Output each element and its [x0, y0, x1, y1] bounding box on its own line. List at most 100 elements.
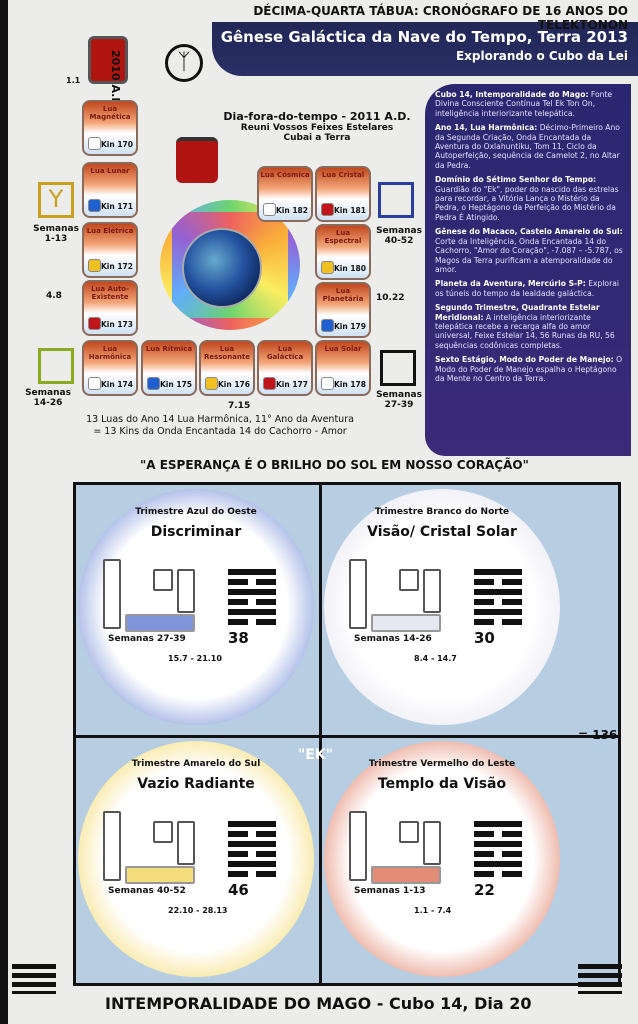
blue-glyph	[378, 182, 414, 218]
moon-name: Lua Harmônica	[88, 345, 132, 361]
panel-heading: Domínio do Sétimo Senhor do Tempo:	[435, 175, 597, 185]
trimester-dates: 15.7 - 21.10	[168, 654, 222, 663]
mini-cube-diagram	[349, 559, 444, 639]
panel-paragraph: Gênese do Macaco, Castelo Amarelo do Sul…	[435, 227, 625, 274]
panel-text: Corte da Inteligência, Onda Encantada 14…	[435, 236, 623, 274]
hexagram-icon	[474, 569, 522, 629]
left-border	[0, 0, 8, 1024]
panel-text: Fonte Divina Consciente Contínua Tel Ek …	[435, 90, 613, 118]
seal-icon	[263, 203, 276, 216]
trimester-number: 46	[228, 881, 249, 899]
trimester-circle: Trimestre Azul do Oeste Discriminar Sema…	[78, 489, 314, 725]
moon-name: Lua Galáctica	[266, 345, 304, 361]
moon-name: Lua Lunar	[90, 167, 130, 175]
seal-icon	[88, 199, 101, 212]
moon-name: Lua Ressonante	[203, 345, 251, 361]
kin-number: Kin 172	[101, 262, 133, 271]
moon-name: Lua Solar	[324, 345, 362, 353]
seal-icon	[263, 377, 276, 390]
dayout-title: Dia-fora-do-tempo - 2011 A.D.	[223, 110, 411, 123]
weeks-1-13: Semanas 1-13	[33, 224, 79, 244]
seal-icon	[321, 261, 334, 274]
white-glyph	[38, 348, 74, 384]
marker-10-22: 10.22	[376, 293, 405, 303]
black-glyph	[380, 350, 416, 386]
trimester-weeks: Semanas 14-26	[354, 634, 432, 644]
dayout-line2: Reuni Vossos Feixes Estelares	[240, 123, 394, 133]
panel-heading: Ano 14, Lua Harmônica:	[435, 123, 538, 133]
kin-number: Kin 177	[276, 380, 308, 389]
dayout-text: Dia-fora-do-tempo - 2011 A.D. Reuni Voss…	[222, 110, 412, 143]
trimester-number: 30	[474, 629, 495, 647]
kin-number: Kin 174	[101, 380, 133, 389]
weeks-40-52: Semanas 40-52	[376, 226, 422, 246]
panel-paragraph: Segundo Trimestre, Quadrante Estelar Mer…	[435, 303, 625, 350]
caption: 13 Luas do Ano 14 Lua Harmônica, 11° Ano…	[70, 414, 370, 438]
info-panel: Cubo 14, Intemporalidade do Mago: Fonte …	[425, 84, 631, 456]
kin-number: Kin 175	[160, 380, 192, 389]
number-glyph-right	[578, 964, 622, 994]
trimester-name: Templo da Visão	[377, 776, 507, 792]
panel-text: Guardião do "Ek", poder do nascido das e…	[435, 184, 619, 222]
panel-heading: Cubo 14, Intemporalidade do Mago:	[435, 90, 589, 99]
panel-text: A inteligência interiorizante telepática…	[435, 312, 615, 350]
header-subtitle: Explorando o Cubo da Lei	[455, 49, 628, 63]
quadrant-board: Trimestre Azul do Oeste Discriminar Sema…	[73, 482, 621, 986]
panel-heading: Planeta da Aventura, Mercúrio S-P:	[435, 279, 586, 289]
footer-title: INTEMPORALIDADE DO MAGO - Cubo 14, Dia 2…	[105, 994, 532, 1013]
kin-number: Kin 170	[101, 140, 133, 149]
hexagram-icon	[474, 821, 522, 881]
red-castle-glyph	[88, 36, 128, 84]
trimester-number: 22	[474, 881, 495, 899]
moon-name: Lua Planetária	[322, 287, 364, 303]
divider-vertical	[319, 485, 322, 983]
panel-heading: Sexto Estágio, Modo do Poder de Manejo:	[435, 355, 614, 365]
marker-1-1: 1.1	[66, 76, 81, 85]
motto: "A ESPERANÇA É O BRILHO DO SOL EM NOSSO …	[140, 458, 529, 472]
total-label: = 136	[578, 728, 618, 742]
panel-paragraph: Ano 14, Lua Harmônica: Décimo-Primeiro A…	[435, 123, 625, 170]
seal-icon	[147, 377, 160, 390]
trimester-circle: Trimestre Amarelo do Sul Vazio Radiante …	[78, 741, 314, 977]
panel-heading: Gênese do Macaco, Castelo Amarelo do Sul…	[435, 227, 623, 237]
trimester-label: Trimestre Vermelho do Leste	[368, 759, 516, 769]
trimester-label: Trimestre Azul do Oeste	[135, 507, 257, 517]
kin-number: Kin 176	[218, 380, 250, 389]
panel-heading: Segundo Trimestre, Quadrante Estelar Mer…	[435, 303, 600, 322]
panel-paragraph: Cubo 14, Intemporalidade do Mago: Fonte …	[435, 90, 625, 118]
trimester-dates: 1.1 - 7.4	[414, 906, 452, 915]
trimester-dates: 8.4 - 14.7	[414, 654, 457, 663]
moon-name: Lua Espectral	[324, 229, 362, 245]
seal-icon	[321, 203, 334, 216]
panel-text: Décimo-Primeiro Ano da Segunda Criação, …	[435, 123, 620, 170]
seal-icon	[321, 319, 334, 332]
kin-number: Kin 180	[334, 264, 366, 273]
number-glyph-left	[12, 964, 56, 994]
earth-image	[182, 228, 262, 308]
trimester-name: Discriminar	[150, 524, 242, 540]
trimester-label: Trimestre Amarelo do Sul	[131, 759, 261, 769]
panel-text: O Modo do Poder de Manejo espalha o Hept…	[435, 355, 623, 383]
hexagram-icon	[228, 569, 276, 629]
kin-number: Kin 179	[334, 322, 366, 331]
panel-paragraph: Planeta da Aventura, Mercúrio S-P: Explo…	[435, 279, 625, 298]
trimester-label: Trimestre Branco do Norte	[374, 507, 510, 517]
header: DÉCIMA-QUARTA TÁBUA: CRONÓGRAFO DE 16 AN…	[212, 0, 638, 76]
trimester-name: Vazio Radiante	[137, 776, 255, 792]
trimester-circle: Trimestre Branco do Norte Visão/ Cristal…	[324, 489, 560, 725]
hexagram-icon	[228, 821, 276, 881]
ek-label: "EK"	[298, 747, 333, 763]
trimester-circle: Trimestre Vermelho do Leste Templo da Vi…	[324, 741, 560, 977]
moon-name: Lua Elétrica	[86, 227, 134, 235]
